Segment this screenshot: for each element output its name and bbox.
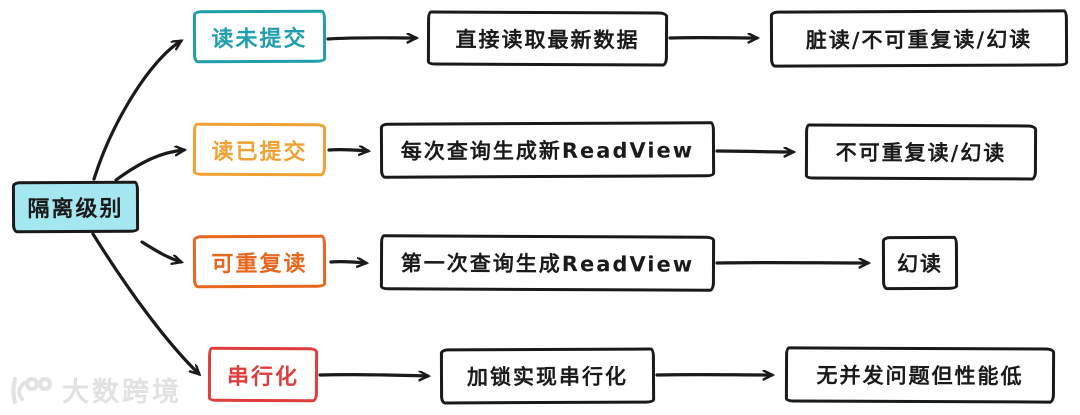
arrow-root-to-read-committed xyxy=(114,150,184,182)
mechanism-node-read-committed: 每次查询生成新ReadView xyxy=(379,121,716,179)
mechanism-node-serializable: 加锁实现串行化 xyxy=(439,347,656,405)
consequence-node-read-committed: 不可重复读/幻读 xyxy=(804,123,1038,181)
consequence-node-read-uncommitted: 脏读/不可重复读/幻读 xyxy=(769,9,1069,68)
root-node-isolation-level: 隔离级别 xyxy=(11,180,140,234)
level-node-repeatable-read: 可重复读 xyxy=(192,234,327,289)
consequence-node-serializable: 无并发问题但性能低 xyxy=(784,346,1056,404)
arrow-root-to-repeatable-read xyxy=(140,240,181,262)
arrow-read-uncommitted-to-mechanism xyxy=(326,38,416,39)
watermark-logo-icon xyxy=(11,376,52,404)
arrow-read-committed-to-mechanism xyxy=(327,150,368,151)
watermark-text: 大数跨境 xyxy=(62,377,182,408)
consequence-node-repeatable-read: 幻读 xyxy=(881,235,959,291)
arrow-serializable-to-mechanism xyxy=(318,375,428,376)
mechanism-node-repeatable-read: 第一次查询生成ReadView xyxy=(379,234,716,292)
level-node-read-uncommitted: 读未提交 xyxy=(192,9,327,64)
level-node-serializable: 串行化 xyxy=(207,346,319,403)
arrow-mechanism-to-consequence-2 xyxy=(715,151,793,152)
arrow-repeatable-read-to-mechanism xyxy=(329,262,366,263)
arrow-root-to-serializable xyxy=(91,232,199,374)
mechanism-node-read-uncommitted: 直接读取最新数据 xyxy=(426,10,669,67)
arrow-root-to-read-uncommitted xyxy=(92,41,181,181)
watermark: 大数跨境 xyxy=(10,370,182,409)
level-node-read-committed: 读已提交 xyxy=(192,122,327,177)
